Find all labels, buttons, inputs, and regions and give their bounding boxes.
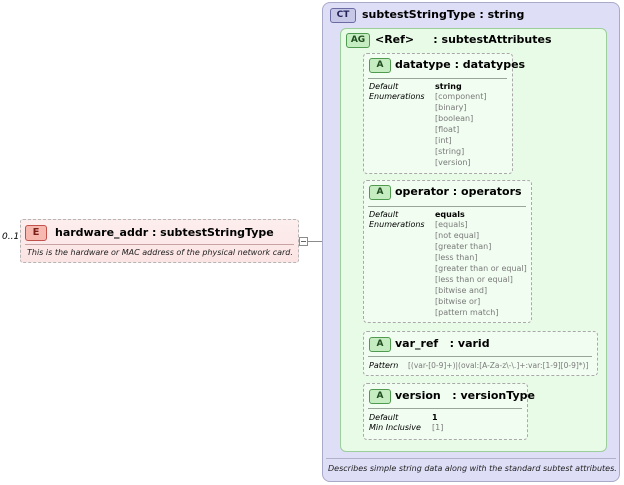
enumeration-list: [component] [binary] [boolean] [float] [… — [435, 91, 487, 168]
default-value: string — [435, 82, 462, 91]
enumeration-item: [component] — [435, 92, 487, 101]
attribute-box-var-ref[interactable] — [363, 331, 598, 376]
enumerations-label: Enumerations — [369, 220, 425, 229]
enumeration-item: [bitwise and] — [435, 286, 488, 295]
element-separator — [25, 244, 294, 245]
enumeration-item: [int] — [435, 136, 452, 145]
element-title: hardware_addr : subtestStringType — [55, 226, 274, 239]
default-label: Default — [369, 210, 399, 219]
attribute-title: version : versionType — [395, 389, 535, 402]
min-inclusive-value: [1] — [432, 423, 444, 432]
element-occurrence: 0..1 — [2, 232, 20, 242]
attribute-title: operator : operators — [395, 185, 522, 198]
element-documentation: This is the hardware or MAC address of t… — [27, 248, 293, 257]
default-label: Default — [369, 413, 399, 422]
enumeration-item: [greater than] — [435, 242, 492, 251]
default-value: 1 — [432, 413, 438, 422]
default-label: Default — [369, 82, 399, 91]
enumeration-item: [boolean] — [435, 114, 474, 123]
enumeration-item: [less than or equal] — [435, 275, 513, 284]
pattern-label: Pattern — [369, 361, 399, 370]
element-badge-icon: E — [25, 225, 47, 241]
attribute-badge-icon: A — [369, 58, 391, 73]
complex-type-separator — [326, 458, 616, 459]
attribute-separator — [368, 356, 592, 357]
enumeration-item: [version] — [435, 158, 471, 167]
default-value: equals — [435, 210, 465, 219]
attribute-title: var_ref : varid — [395, 337, 490, 350]
pattern-value: [(var-[0-9]+)|(oval:[A-Za-z\-\.]+:var:[1… — [408, 361, 589, 370]
attribute-group-badge-icon: AG — [346, 33, 370, 48]
complex-type-title: subtestStringType : string — [362, 8, 525, 21]
enumeration-item: [less than] — [435, 253, 478, 262]
attribute-separator — [368, 206, 526, 207]
complex-type-badge-icon: CT — [330, 8, 356, 23]
min-inclusive-label: Min Inclusive — [369, 423, 421, 432]
attribute-box-operator[interactable] — [363, 180, 532, 323]
attribute-group-title: <Ref> : subtestAttributes — [375, 33, 552, 46]
attribute-separator — [368, 408, 522, 409]
element-header: E hardware_addr : subtestStringType — [25, 225, 295, 242]
enumerations-label: Enumerations — [369, 92, 425, 101]
enumeration-item: [binary] — [435, 103, 467, 112]
complex-type-documentation: Describes simple string data along with … — [328, 464, 617, 473]
attribute-title: datatype : datatypes — [395, 58, 526, 71]
attribute-badge-icon: A — [369, 389, 391, 404]
enumeration-item: [string] — [435, 147, 465, 156]
enumeration-item: [greater than or equal] — [435, 264, 527, 273]
enumeration-item: [pattern match] — [435, 308, 499, 317]
expand-collapse-icon[interactable] — [299, 237, 308, 246]
attribute-badge-icon: A — [369, 185, 391, 200]
enumeration-item: [not equal] — [435, 231, 480, 240]
attribute-box-datatype[interactable] — [363, 53, 513, 174]
enumeration-item: [bitwise or] — [435, 297, 481, 306]
element-box[interactable]: E hardware_addr : subtestStringType This… — [20, 219, 299, 263]
enumeration-list: [equals] [not equal] [greater than] [les… — [435, 219, 527, 318]
enumeration-item: [float] — [435, 125, 460, 134]
enumeration-item: [equals] — [435, 220, 468, 229]
attribute-badge-icon: A — [369, 337, 391, 352]
attribute-separator — [368, 78, 507, 79]
